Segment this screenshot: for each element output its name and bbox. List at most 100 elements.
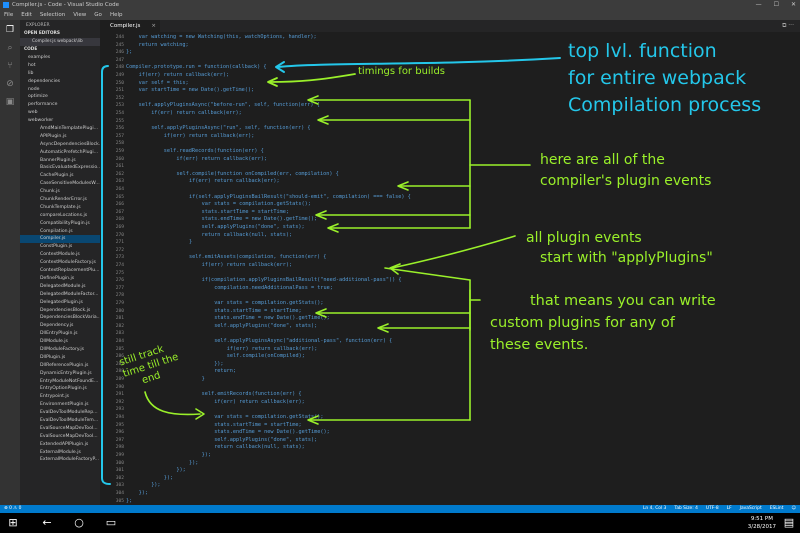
tree-file[interactable]: ExtendedAPIPlugin.js — [40, 441, 89, 447]
code-line[interactable]: return callback(null, stats); — [214, 444, 305, 451]
explorer-files-icon[interactable]: ❐ — [5, 25, 15, 35]
search-icon[interactable]: ⌕ — [7, 43, 13, 53]
taskbar-clock[interactable]: 9:51 PM 3/28/2017 — [747, 516, 776, 530]
code-line[interactable]: }); — [214, 360, 224, 367]
open-editors-section[interactable]: OPEN EDITORS — [24, 31, 60, 36]
tree-file[interactable]: EvalDevToolModuleTem... — [40, 417, 99, 423]
close-window-button[interactable]: ✕ — [790, 1, 796, 8]
code-line[interactable]: if(err) return callback(err); — [214, 398, 305, 405]
code-line[interactable]: return watching; — [138, 41, 189, 48]
code-line[interactable]: if(err) return callback(err); — [163, 132, 255, 139]
tree-file[interactable]: AutomaticPrefetchPlugi... — [40, 149, 99, 155]
tree-file[interactable]: DllModule.js — [40, 339, 68, 345]
tree-folder[interactable]: examples — [28, 55, 51, 60]
code-line[interactable]: self.emitRecords(function(err) { — [201, 391, 302, 398]
code-line[interactable]: return callback(null, stats); — [201, 231, 293, 238]
extensions-icon[interactable]: ▣ — [5, 97, 15, 107]
tree-file[interactable]: Dependency.js — [40, 323, 74, 329]
problems-indicator[interactable]: ⊗ 0 ⚠ 0 — [4, 506, 22, 511]
code-line[interactable]: }; — [126, 497, 133, 504]
code-line[interactable]: self.compile(onCompiled); — [226, 353, 305, 360]
eslint-status[interactable]: ESLint — [769, 506, 784, 511]
line-ending[interactable]: LF — [726, 506, 732, 511]
code-line[interactable]: if(compilation.applyPluginsBailResult("n… — [201, 277, 402, 284]
menu-edit[interactable]: Edit — [21, 12, 32, 18]
tree-file[interactable]: EvalSourceMapDevTool... — [40, 433, 98, 439]
tree-folder[interactable]: node — [28, 86, 40, 92]
code-line[interactable]: if(err) return callback(err); — [201, 262, 293, 268]
tab-size[interactable]: Tab Size: 4 — [674, 506, 698, 511]
tree-file[interactable]: EvalSourceMapDevTool... — [40, 425, 98, 431]
code-line[interactable]: self.applyPlugins("done", stats); — [214, 322, 318, 329]
code-line[interactable]: } — [201, 376, 205, 382]
code-line[interactable]: self.readRecords(function(err) { — [163, 148, 264, 154]
tree-file[interactable]: ExternalModuleFactoryP... — [40, 457, 99, 463]
tree-file[interactable]: EntryModuleNotFoundE... — [40, 378, 99, 384]
code-line[interactable]: var startTime = new Date().getTime(); — [138, 87, 255, 94]
code-line[interactable]: var stats = compilation.getStats(); — [201, 201, 311, 208]
tree-file[interactable]: DllEntryPlugin.js — [40, 331, 78, 337]
tree-file[interactable]: DynamicEntryPlugin.js — [40, 370, 92, 376]
code-line[interactable]: if(err) return callback(err); — [226, 345, 318, 352]
code-line[interactable]: var stats = compilation.getStats(); — [214, 414, 324, 420]
back-arrow-icon[interactable]: ← — [42, 516, 52, 529]
menu-help[interactable]: Help — [109, 12, 123, 18]
tree-file[interactable]: ContextReplacementPlu... — [40, 268, 100, 274]
tree-file[interactable]: ChunkTemplate.js — [40, 204, 81, 210]
code-line[interactable]: }; — [126, 49, 133, 56]
menu-go[interactable]: Go — [94, 12, 102, 18]
tree-file[interactable]: AsyncDependenciesBlock... — [40, 141, 100, 147]
cursor-position[interactable]: Ln 4, Col 3 — [642, 506, 667, 511]
windows-start-icon[interactable]: ⊞ — [8, 516, 18, 529]
code-line[interactable]: self.applyPluginsAsync("run", self, func… — [151, 125, 311, 132]
tab-compiler-js[interactable]: Compiler.js × — [100, 20, 160, 32]
tree-file[interactable]: DllPlugin.js — [40, 354, 66, 360]
tree-file[interactable]: DefinePlugin.js — [40, 275, 75, 281]
menu-view[interactable]: View — [73, 12, 87, 18]
code-line[interactable]: }); — [138, 490, 148, 496]
code-line[interactable]: if(err) return callback(err); — [176, 155, 267, 162]
code-line[interactable]: }); — [163, 474, 174, 481]
task-view-icon[interactable]: ▭ — [105, 516, 117, 529]
minimize-button[interactable]: — — [755, 1, 762, 8]
code-line[interactable]: }); — [151, 482, 161, 489]
tree-file[interactable]: Compiler.js — [20, 235, 100, 244]
tree-file[interactable]: ContextModule.js — [40, 252, 80, 258]
tree-file[interactable]: compareLocations.js — [40, 212, 88, 218]
code-line[interactable]: self.applyPlugins("done", stats); — [201, 224, 305, 230]
open-editor-item[interactable]: Compiler.js webpack\lib — [20, 38, 100, 46]
tree-file[interactable]: ExternalModule.js — [40, 449, 81, 455]
encoding[interactable]: UTF-8 — [705, 506, 719, 511]
tree-folder[interactable]: web — [28, 110, 38, 116]
tree-file[interactable]: DelegatedModuleFactor... — [40, 291, 99, 297]
code-line[interactable]: stats.endTime = new Date().getTime(); — [214, 429, 330, 436]
code-line[interactable]: Compiler.prototype.run = function(callba… — [126, 64, 267, 71]
tree-file[interactable]: DelegatedPlugin.js — [40, 299, 83, 305]
code-line[interactable]: if(self.applyPluginsBailResult("should-e… — [189, 193, 411, 200]
tree-file[interactable]: ChunkRenderError.js — [40, 197, 87, 203]
tree-file[interactable]: DependenciesBlock.js — [40, 307, 91, 313]
tree-file[interactable]: ContextModuleFactory.js — [40, 260, 96, 266]
tree-folder[interactable]: optimize — [28, 94, 48, 100]
code-line[interactable]: var watching = new Watching(this, watchO… — [138, 34, 317, 40]
tree-folder[interactable]: performance — [28, 102, 58, 108]
tree-folder[interactable]: webworker — [28, 118, 54, 124]
code-line[interactable]: self.applyPluginsAsync("additional-pass"… — [214, 338, 393, 344]
tree-file[interactable]: DependenciesBlockVaria... — [40, 315, 100, 321]
tree-file[interactable]: APIPlugin.js — [40, 133, 67, 139]
tree-file[interactable]: Compilation.js — [40, 228, 73, 234]
code-line[interactable]: }); — [201, 452, 211, 458]
feedback-icon[interactable]: ☺ — [791, 506, 796, 511]
language-mode[interactable]: JavaScript — [739, 506, 762, 511]
tab-close-icon[interactable]: × — [151, 23, 156, 29]
tree-file[interactable]: Entrypoint.js — [40, 394, 70, 400]
code-line[interactable]: stats.startTime = startTime; — [214, 307, 302, 314]
tree-folder[interactable]: dependencies — [28, 78, 61, 84]
code-line[interactable]: stats.startTime = startTime; — [201, 208, 290, 215]
code-line[interactable]: var self = this; — [138, 79, 189, 86]
code-line[interactable]: stats.startTime = startTime; — [214, 421, 302, 428]
tree-folder[interactable]: lib — [28, 70, 34, 76]
code-line[interactable]: self.compile(function onCompiled(err, co… — [176, 170, 339, 177]
code-line[interactable]: self.emitAssets(compilation, function(er… — [189, 254, 327, 261]
